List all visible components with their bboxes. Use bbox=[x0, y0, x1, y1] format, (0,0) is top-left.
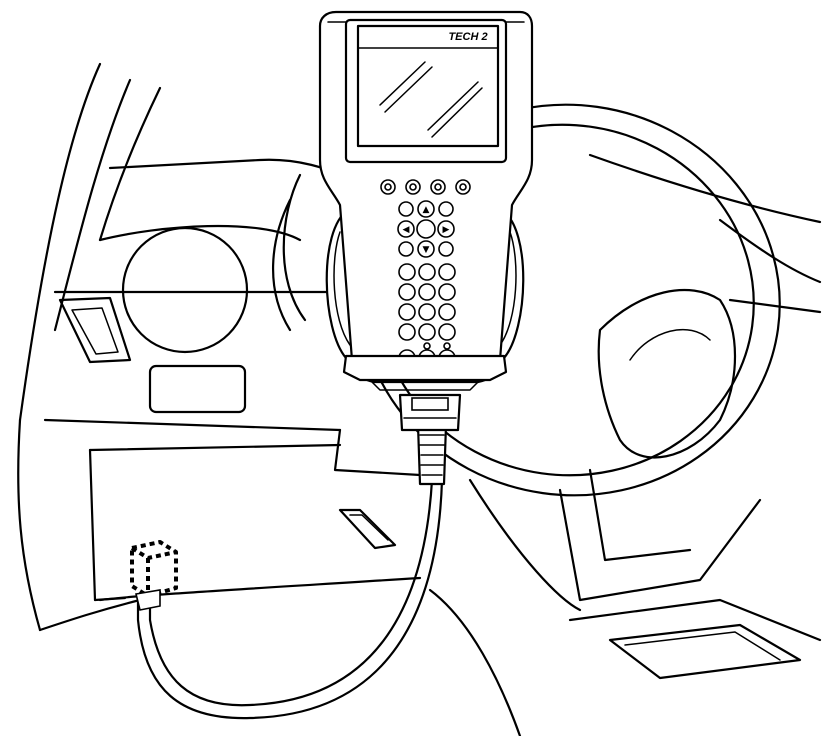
keypad-dot bbox=[423, 342, 431, 350]
steering-column bbox=[333, 428, 582, 736]
keypad-key[interactable] bbox=[438, 263, 456, 281]
screen bbox=[356, 24, 500, 148]
device-label: TECH 2 bbox=[448, 31, 487, 43]
tool-base bbox=[342, 354, 508, 382]
nav-key-c[interactable] bbox=[398, 241, 414, 257]
keypad-key[interactable] bbox=[398, 303, 416, 321]
a-pillar bbox=[18, 62, 162, 422]
nav-key-b[interactable] bbox=[438, 201, 454, 217]
arrow-down-button[interactable] bbox=[417, 240, 435, 258]
arrow-right-button[interactable] bbox=[437, 220, 455, 238]
arrow-up-button[interactable] bbox=[417, 200, 435, 218]
keypad-key[interactable] bbox=[418, 303, 436, 321]
cable bbox=[136, 478, 444, 720]
arrow-left-icon: ◀ bbox=[403, 225, 410, 235]
lower-panel bbox=[17, 418, 422, 632]
arrow-up-icon: ▲ bbox=[423, 205, 430, 215]
left-vent bbox=[58, 296, 132, 364]
arrow-left-button[interactable] bbox=[397, 220, 415, 238]
scan-tool: TECH 2 ▲ ◀ ▶ ▼ bbox=[318, 10, 534, 391]
arrow-right-icon: ▶ bbox=[443, 225, 450, 235]
keypad-key[interactable] bbox=[438, 283, 456, 301]
strain-relief bbox=[416, 423, 448, 486]
center-console bbox=[558, 468, 822, 680]
keypad-key[interactable] bbox=[418, 283, 436, 301]
nav-key-d[interactable] bbox=[438, 241, 454, 257]
enter-button[interactable] bbox=[416, 219, 436, 239]
keypad bbox=[398, 263, 456, 367]
keypad-key[interactable] bbox=[438, 323, 456, 341]
keypad-dot bbox=[443, 342, 451, 350]
diagnostic-connector bbox=[130, 540, 178, 611]
nav-key-a[interactable] bbox=[398, 201, 414, 217]
switch-panel bbox=[148, 364, 247, 414]
keypad-key[interactable] bbox=[398, 323, 416, 341]
keypad-key[interactable] bbox=[398, 263, 416, 281]
function-keys bbox=[380, 179, 471, 195]
tool-connector bbox=[398, 393, 462, 432]
keypad-key[interactable] bbox=[418, 323, 436, 341]
gauge-cluster bbox=[121, 226, 249, 354]
navigation-pad: ▲ ◀ ▶ ▼ bbox=[397, 200, 455, 258]
keypad-key[interactable] bbox=[398, 283, 416, 301]
arrow-down-icon: ▼ bbox=[423, 245, 430, 255]
keypad-key[interactable] bbox=[438, 303, 456, 321]
keypad-key[interactable] bbox=[418, 263, 436, 281]
